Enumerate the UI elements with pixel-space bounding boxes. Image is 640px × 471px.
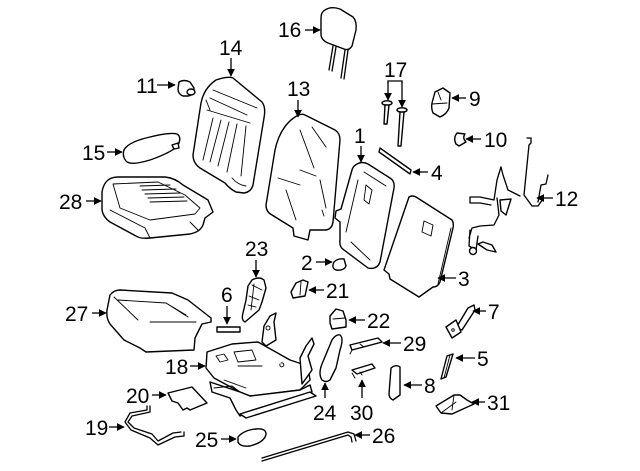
part-18-seat-frame[interactable]	[205, 312, 317, 419]
callout-22[interactable]: 22	[367, 310, 390, 333]
callout-leaders	[86, 26, 553, 443]
part-28-cushion-cover[interactable]	[101, 176, 214, 239]
part-19-release-rod[interactable]	[124, 405, 185, 446]
callout-13[interactable]: 13	[287, 78, 310, 101]
callout-28[interactable]: 28	[59, 191, 82, 214]
callout-26[interactable]: 26	[372, 425, 395, 448]
part-11-knob[interactable]	[177, 79, 196, 97]
callout-7[interactable]: 7	[488, 301, 500, 324]
callout-18[interactable]: 18	[165, 356, 188, 379]
callout-1[interactable]: 1	[354, 125, 366, 148]
callout-16[interactable]: 16	[278, 19, 301, 42]
part-30-small-trim[interactable]	[351, 363, 376, 379]
part-4-trim-strip[interactable]	[378, 147, 412, 175]
callout-21[interactable]: 21	[326, 280, 349, 303]
callout-2[interactable]: 2	[301, 252, 313, 275]
callout-31[interactable]: 31	[487, 392, 510, 415]
part-12-wire-harness[interactable]	[468, 137, 549, 256]
part-5-spacer-bar[interactable]	[440, 353, 454, 380]
callout-29[interactable]: 29	[403, 333, 426, 356]
callout-23[interactable]: 23	[245, 238, 268, 261]
part-1-seatback-frame[interactable]	[334, 161, 395, 270]
callout-20[interactable]: 20	[126, 385, 149, 408]
part-26-rod[interactable]	[261, 431, 357, 462]
part-2-cap[interactable]	[332, 258, 347, 271]
part-27-cushion-pad[interactable]	[106, 289, 212, 353]
part-6-label-plate[interactable]	[216, 326, 241, 333]
callout-15[interactable]: 15	[82, 142, 105, 165]
callout-9[interactable]: 9	[469, 88, 481, 111]
part-13-seatback-panel[interactable]	[265, 113, 341, 241]
callout-14[interactable]: 14	[219, 37, 243, 60]
callout-24[interactable]: 24	[313, 402, 337, 425]
part-7-latch[interactable]	[445, 304, 476, 339]
part-9-headrest-guide[interactable]	[430, 87, 451, 118]
part-3-back-panel[interactable]	[383, 195, 455, 298]
callout-4[interactable]: 4	[431, 162, 443, 185]
callout-3[interactable]: 3	[458, 268, 470, 291]
part-29-trim-strip[interactable]	[349, 337, 383, 355]
callout-labels: 16 14 11 13 15 28 1 4 17 9 10 12 2 3 23 …	[59, 19, 578, 452]
part-21-bracket[interactable]	[290, 279, 309, 299]
callout-11[interactable]: 11	[136, 75, 158, 98]
part-14-seatback-cover[interactable]	[192, 76, 266, 194]
callout-12[interactable]: 12	[555, 188, 578, 211]
callout-5[interactable]: 5	[477, 348, 489, 371]
part-16-headrest[interactable]	[320, 7, 357, 80]
part-10-clip[interactable]	[454, 132, 467, 147]
part-15-armrest-pad[interactable]	[122, 132, 181, 164]
part-17-guide-pins[interactable]	[381, 100, 408, 147]
part-24-side-shield[interactable]	[319, 334, 343, 383]
part-8-end-cap[interactable]	[388, 365, 401, 401]
part-23-hinge-cover[interactable]	[241, 277, 267, 323]
callout-30[interactable]: 30	[350, 402, 373, 425]
callout-17[interactable]: 17	[384, 59, 407, 82]
part-31-trim[interactable]	[435, 394, 475, 415]
callout-19[interactable]: 19	[85, 417, 108, 440]
callout-10[interactable]: 10	[484, 129, 507, 152]
callout-25[interactable]: 25	[195, 429, 218, 452]
part-25-trim-cover[interactable]	[237, 428, 267, 447]
callout-27[interactable]: 27	[65, 303, 88, 326]
part-20-cover-plate[interactable]	[167, 386, 208, 411]
part-22-bracket[interactable]	[329, 308, 347, 330]
callout-8[interactable]: 8	[424, 375, 436, 398]
callout-6[interactable]: 6	[221, 284, 233, 307]
